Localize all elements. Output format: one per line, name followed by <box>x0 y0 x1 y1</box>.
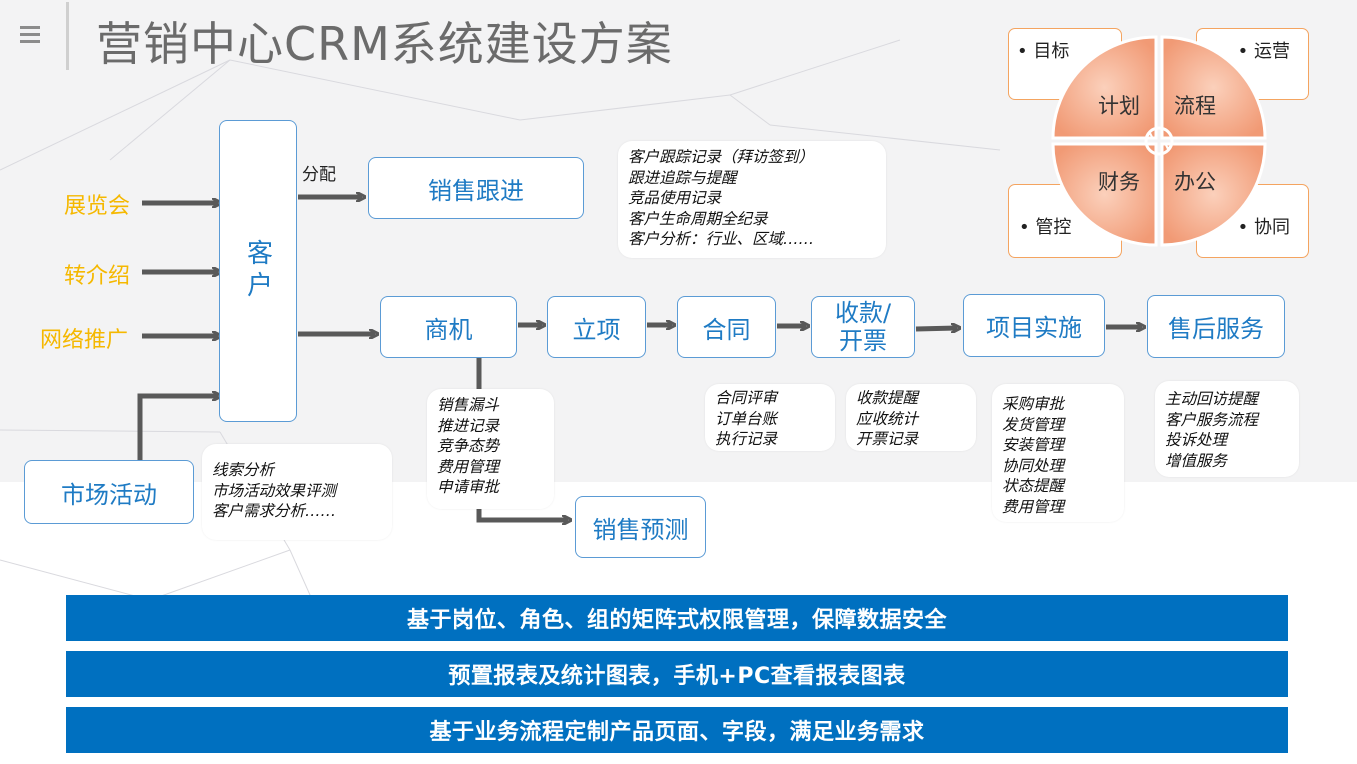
plan-label: 计划 <box>1098 94 1140 118</box>
operations-label: 运营 <box>1254 41 1290 62</box>
customer-box[interactable]: 客户 <box>219 120 297 422</box>
process-petal <box>1160 35 1267 140</box>
note-item: 市场活动效果评测 <box>212 481 337 500</box>
note-item: 销售漏斗 <box>437 396 500 414</box>
opportunity-box[interactable]: 商机 <box>380 296 517 358</box>
market-activity-box[interactable]: 市场活动 <box>24 460 194 524</box>
assign-label: 分配 <box>302 165 336 185</box>
note-item: 客户需求分析…… <box>212 502 337 520</box>
permission-band: 基于岗位、角色、组的矩阵式权限管理，保障数据安全 <box>66 595 1288 641</box>
note-item: 执行记录 <box>715 430 778 448</box>
office-petal <box>1160 142 1267 247</box>
note-item: 采购审批 <box>1002 395 1065 413</box>
note-item: 状态提醒 <box>1002 477 1065 495</box>
payment-line1: 收款/ <box>834 299 892 327</box>
goal-label: 目标 <box>1033 41 1070 62</box>
after-sales-box[interactable]: 售后服务 <box>1147 295 1285 358</box>
payment-notes-bubble: 收款提醒 应收统计 开票记录 <box>846 384 976 451</box>
note-item: 客户服务流程 <box>1165 410 1259 429</box>
note-item: 收款提醒 <box>856 389 919 407</box>
follow-notes-bubble: 客户跟踪记录（拜访签到） 跟进追踪与提醒 竞品使用记录 客户生命周期全纪录 客户… <box>618 141 886 258</box>
payment-invoice-box[interactable]: 收款/ 开票 <box>811 296 915 358</box>
note-item: 线索分析 <box>212 461 275 479</box>
note-item: 跟进追踪与提醒 <box>628 168 737 187</box>
note-item: 投诉处理 <box>1165 431 1228 449</box>
process-label: 流程 <box>1174 94 1216 118</box>
title-divider <box>66 2 69 70</box>
office-label: 办公 <box>1174 170 1216 194</box>
source-exhibition: 展览会 <box>64 194 131 219</box>
note-item: 合同评审 <box>715 389 778 407</box>
sales-forecast-box[interactable]: 销售预测 <box>575 496 706 558</box>
source-referral: 转介绍 <box>64 264 131 289</box>
finance-petal <box>1051 142 1158 247</box>
note-item: 订单台账 <box>715 409 778 428</box>
note-item: 应收统计 <box>856 409 919 428</box>
page-title: 营销中心CRM系统建设方案 <box>96 17 673 71</box>
note-item: 主动回访提醒 <box>1165 390 1259 408</box>
customer-label: 客户 <box>242 239 273 303</box>
cycle-icon <box>1144 126 1174 156</box>
source-online-promotion: 网络推广 <box>40 328 129 353</box>
note-item: 推进记录 <box>437 416 500 435</box>
note-item: 竞争态势 <box>437 437 500 455</box>
after-sales-notes-bubble: 主动回访提醒 客户服务流程 投诉处理 增值服务 <box>1155 381 1299 477</box>
note-item: 竞品使用记录 <box>628 189 722 207</box>
menu-icon[interactable] <box>20 26 40 46</box>
collaboration-label: 协同 <box>1254 217 1290 238</box>
contract-box[interactable]: 合同 <box>677 296 776 358</box>
note-item: 费用管理 <box>437 457 500 476</box>
sales-follow-box[interactable]: 销售跟进 <box>368 157 584 219</box>
project-approval-box[interactable]: 立项 <box>547 296 646 358</box>
market-notes-bubble: 线索分析 市场活动效果评测 客户需求分析…… <box>202 444 392 540</box>
note-item: 开票记录 <box>856 430 919 448</box>
customization-band: 基于业务流程定制产品页面、字段，满足业务需求 <box>66 707 1288 753</box>
quadrant-circle <box>1051 35 1267 247</box>
report-band: 预置报表及统计图表，手机+PC查看报表图表 <box>66 651 1288 697</box>
payment-line2: 开票 <box>839 327 887 355</box>
control-label: 管控 <box>1035 217 1072 238</box>
opportunity-notes-bubble: 销售漏斗 推进记录 竞争态势 费用管理 申请审批 <box>427 389 554 509</box>
note-item: 发货管理 <box>1002 415 1065 434</box>
note-item: 费用管理 <box>1002 497 1065 516</box>
note-item: 客户生命周期全纪录 <box>628 209 768 228</box>
note-item: 申请审批 <box>437 478 500 496</box>
contract-notes-bubble: 合同评审 订单台账 执行记录 <box>705 384 835 451</box>
implementation-notes-bubble: 采购审批 发货管理 安装管理 协同处理 状态提醒 费用管理 <box>992 384 1124 522</box>
finance-label: 财务 <box>1098 170 1140 194</box>
note-item: 客户分析：行业、区域…… <box>628 230 815 248</box>
note-item: 客户跟踪记录（拜访签到） <box>628 148 815 166</box>
plan-petal <box>1051 35 1158 140</box>
note-item: 增值服务 <box>1165 451 1228 470</box>
note-item: 安装管理 <box>1002 436 1065 454</box>
project-implementation-box[interactable]: 项目实施 <box>963 294 1105 357</box>
note-item: 协同处理 <box>1002 456 1065 475</box>
